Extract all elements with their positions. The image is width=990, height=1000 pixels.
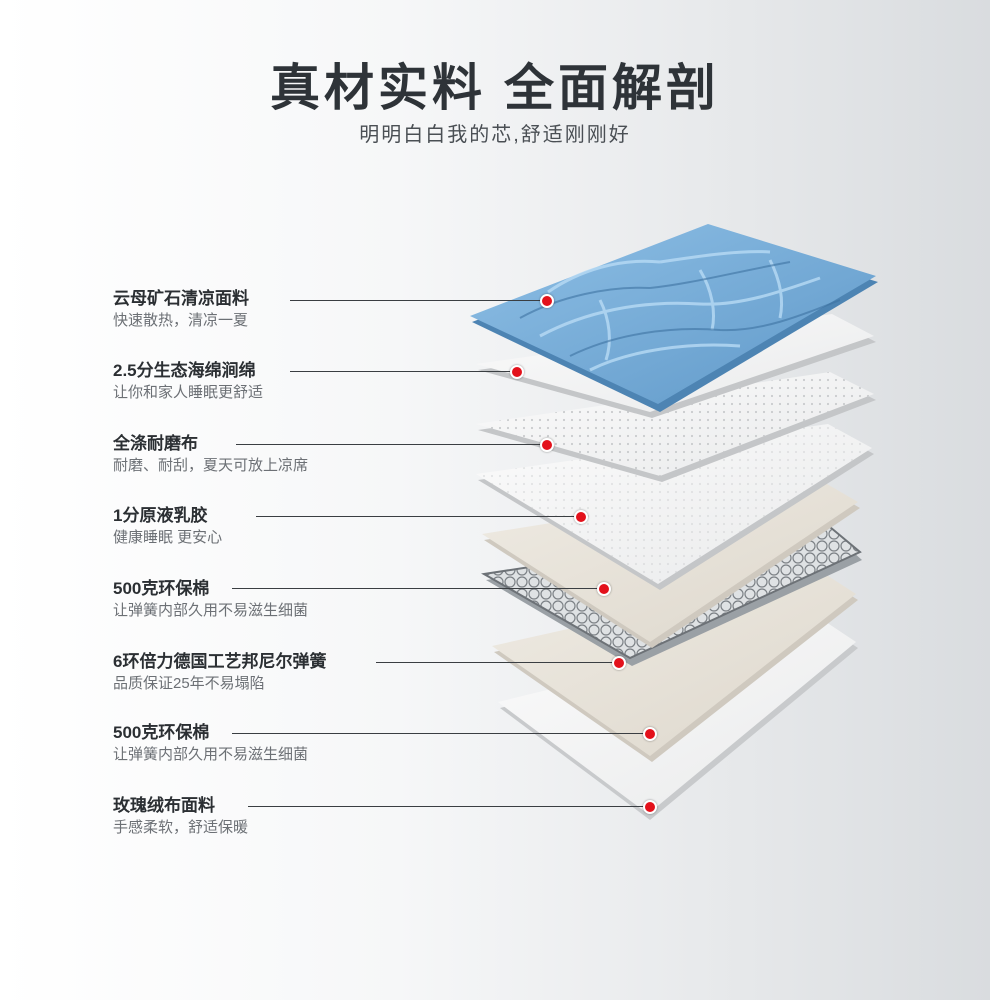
layer-name: 500克环保棉 [113, 579, 210, 598]
layer-name: 6环倍力德国工艺邦尼尔弹簧 [113, 652, 327, 671]
marker-dot [510, 365, 524, 379]
leader-line [290, 300, 546, 301]
leader-line [256, 516, 580, 517]
marker-dot [643, 727, 657, 741]
label-eco-sponge: 2.5分生态海绵涧绵 让你和家人睡眠更舒适 [113, 360, 263, 404]
marker-dot [612, 656, 626, 670]
layer-name: 全涤耐磨布 [113, 434, 198, 453]
marker-dot [597, 582, 611, 596]
label-rose-velvet: 玫瑰绒布面料 手感柔软，舒适保暖 [113, 795, 248, 839]
layer-eco-cotton-lower [492, 572, 858, 762]
layer-name: 玫瑰绒布面料 [113, 796, 215, 815]
page-title: 真材实料 全面解剖 [270, 60, 720, 116]
leader-line [376, 662, 620, 663]
marker-dot [540, 294, 554, 308]
layer-mica-cool-fabric [470, 224, 878, 412]
layer-description: 让弹簧内部久用不易滋生细菌 [113, 746, 309, 763]
label-eco-cotton-lower: 500克环保棉 让弹簧内部久用不易滋生细菌 [113, 722, 308, 766]
layer-latex [476, 424, 874, 590]
label-latex: 1分原液乳胶 健康睡眠 更安心 [113, 505, 222, 549]
leader-line [290, 371, 517, 372]
marker-dot [540, 438, 554, 452]
layer-name: 500克环保棉 [113, 723, 210, 742]
layer-description: 耐磨、耐刮，夏天可放上凉席 [113, 457, 309, 474]
layer-description: 让弹簧内部久用不易滋生细菌 [113, 602, 309, 619]
layer-description: 品质保证25年不易塌陷 [113, 675, 265, 692]
layer-name: 2.5分生态海绵涧绵 [113, 361, 256, 380]
layer-name: 1分原液乳胶 [113, 506, 208, 525]
marker-dot [643, 800, 657, 814]
layer-description: 快速散热，清凉一夏 [113, 312, 249, 329]
leader-line [232, 733, 650, 734]
leader-line [236, 444, 546, 445]
leader-line [232, 588, 604, 589]
layer-description: 让你和家人睡眠更舒适 [113, 384, 264, 401]
layer-description: 手感柔软，舒适保暖 [113, 819, 249, 836]
layer-polyester-cloth [476, 372, 876, 482]
label-eco-cotton-upper: 500克环保棉 让弹簧内部久用不易滋生细菌 [113, 578, 308, 622]
label-polyester-cloth: 全涤耐磨布 耐磨、耐刮，夏天可放上凉席 [113, 433, 308, 477]
layer-name: 云母矿石清凉面料 [113, 289, 249, 308]
page-subtitle: 明明白白我的芯,舒适刚刚好 [359, 124, 631, 146]
leader-line [248, 806, 650, 807]
marker-dot [574, 510, 588, 524]
label-mica-cool-fabric: 云母矿石清凉面料 快速散热，清凉一夏 [113, 288, 249, 332]
layer-description: 健康睡眠 更安心 [113, 529, 223, 546]
label-bonnell-spring: 6环倍力德国工艺邦尼尔弹簧 品质保证25年不易塌陷 [113, 651, 326, 695]
